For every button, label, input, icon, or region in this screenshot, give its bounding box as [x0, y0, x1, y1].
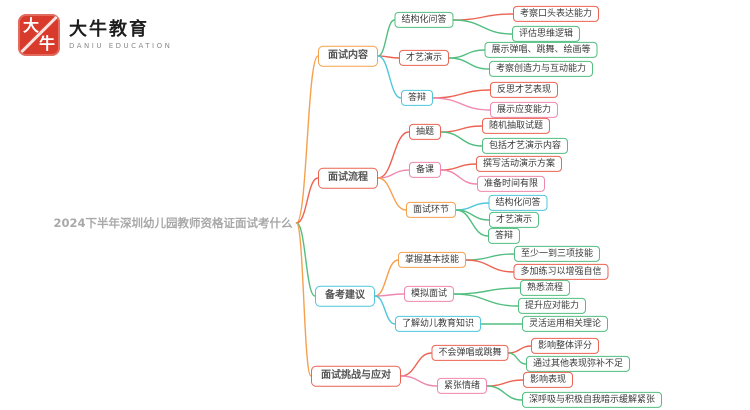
mindmap-node-challenge-nervous-1[interactable]: 影响表现	[522, 371, 574, 389]
mindmap-node-process-steps-3[interactable]: 答辩	[487, 227, 521, 245]
connector-process-steps-3	[455, 209, 489, 237]
mindmap-node-content-talent-2[interactable]: 考察创造力与互动能力	[488, 60, 594, 78]
logo-name: 大牛教育	[69, 18, 149, 40]
mindmap-node-advice-skill[interactable]: 掌握基本技能	[397, 251, 467, 269]
connector-content-talent-1	[448, 49, 486, 59]
mindmap-node-challenge[interactable]: 面试挑战与应对	[311, 365, 401, 387]
mindmap-node-advice-skill-1[interactable]: 至少一到三项技能	[513, 245, 601, 263]
mindmap-node-advice-mock[interactable]: 模拟面试	[403, 285, 455, 303]
connector-content-qa-1	[452, 13, 514, 21]
connector-advice-skill	[374, 259, 399, 297]
connector-advice-skill-1	[465, 253, 515, 261]
mindmap-node-process-steps[interactable]: 面试环节	[405, 201, 457, 219]
connector-challenge-nervous-2	[486, 385, 523, 401]
mindmap-node-advice-mock-2[interactable]: 提升应对能力	[517, 297, 587, 315]
connector-content-qa	[377, 19, 396, 57]
mindmap-node-content-qa[interactable]: 结构化问答	[394, 11, 454, 29]
connector-process-steps-2	[455, 209, 490, 221]
mindmap-node-process-steps-1[interactable]: 结构化问答	[488, 194, 548, 212]
mindmap-node-content-qa-2[interactable]: 评估思维逻辑	[511, 25, 581, 43]
mindmap-node-content[interactable]: 面试内容	[318, 45, 378, 67]
connector-process-steps	[377, 177, 407, 211]
connector-challenge-sing	[400, 352, 433, 377]
mindmap-node-content-qa-1[interactable]: 考察口头表达能力	[512, 5, 600, 23]
mindmap-node-process[interactable]: 面试流程	[318, 167, 378, 189]
connector-process-draw	[377, 131, 410, 179]
mindmap-node-process-prep-1[interactable]: 撰写活动演示方案	[475, 155, 563, 173]
mindmap-node-advice-knowledge-1[interactable]: 灵活运用相关理论	[521, 315, 609, 333]
connector-challenge-nervous-1	[486, 379, 524, 387]
mindmap-node-challenge-sing-2[interactable]: 通过其他表现弥补不足	[525, 355, 631, 373]
connector-process-prep-2	[440, 169, 478, 185]
connector-process-prep	[377, 169, 410, 179]
mindmap-node-content-talent[interactable]: 才艺演示	[398, 49, 450, 67]
logo-subtitle: DANIU EDUCATION	[69, 42, 173, 51]
logo: 大 牛 大牛教育 DANIU EDUCATION	[18, 14, 172, 56]
mindmap-node-process-draw[interactable]: 抽题	[408, 123, 442, 141]
mindmap-node-challenge-sing[interactable]: 不会弹唱或跳舞	[431, 344, 509, 362]
seal-char-1: 大	[23, 16, 40, 35]
connector-content-talent	[377, 55, 400, 59]
connector-advice	[295, 222, 316, 297]
connector-advice-skill-2	[465, 259, 515, 273]
mindmap-node-advice[interactable]: 备考建议	[315, 285, 375, 307]
connector-challenge-sing-2	[507, 352, 527, 365]
mindmap-node-process-steps-2[interactable]: 才艺演示	[488, 211, 540, 229]
mindmap-node-advice-skill-2[interactable]: 多加练习以增强自信	[513, 263, 609, 281]
seal-char-2: 牛	[38, 34, 55, 53]
connector-process-prep-1	[440, 163, 477, 171]
connector-content-defense	[377, 55, 402, 99]
connector-process	[295, 177, 319, 224]
connector-challenge-nervous	[400, 375, 438, 387]
connector-advice-mock-1	[453, 287, 521, 295]
mindmap-node-content-defense-2[interactable]: 展示应变能力	[489, 101, 559, 119]
connector-content-qa-2	[452, 19, 513, 35]
daniu-seal-icon: 大 牛	[18, 14, 60, 56]
connector-content-defense-2	[432, 97, 491, 111]
connector-content-defense-1	[432, 89, 491, 99]
connector-challenge-sing-1	[507, 345, 532, 354]
mindmap-node-process-prep-2[interactable]: 准备时间有限	[476, 175, 546, 193]
mindmap-node-challenge-nervous-2[interactable]: 深呼吸与积极自我暗示缓解紧张	[521, 391, 663, 409]
connector-advice-mock	[374, 293, 405, 297]
connector-challenge	[295, 222, 312, 377]
mindmap-node-process-prep[interactable]: 备课	[408, 161, 442, 179]
mindmap-node-advice-mock-1[interactable]: 熟悉流程	[519, 279, 571, 297]
connector-process-draw-1	[440, 125, 483, 133]
connector-process-steps-1	[455, 202, 490, 211]
mindmap-node-content-defense[interactable]: 答辩	[400, 89, 434, 107]
connector-advice-mock-2	[453, 293, 519, 307]
connector-advice-knowledge	[374, 295, 396, 325]
connector-content-talent-2	[448, 57, 490, 70]
connector-process-draw-2	[440, 131, 483, 147]
mindmap-node-process-draw-2[interactable]: 包括才艺演示内容	[481, 137, 569, 155]
mindmap-node-advice-knowledge[interactable]: 了解幼儿教育知识	[394, 315, 482, 333]
logo-text: 大牛教育 DANIU EDUCATION	[69, 18, 173, 51]
mindmap-node-process-draw-1[interactable]: 随机抽取试题	[481, 117, 551, 135]
connector-content	[295, 55, 319, 224]
mindmap-node-challenge-sing-1[interactable]: 影响整体评分	[530, 337, 600, 355]
mindmap-node-challenge-nervous[interactable]: 紧张情绪	[436, 377, 488, 395]
mindmap-node-root: 2024下半年深圳幼儿园教师资格证面试考什么	[53, 215, 293, 230]
mindmap-node-content-defense-1[interactable]: 反思才艺表现	[489, 81, 559, 99]
mindmap-node-content-talent-1[interactable]: 展示弹唱、跳舞、绘画等	[484, 41, 598, 59]
